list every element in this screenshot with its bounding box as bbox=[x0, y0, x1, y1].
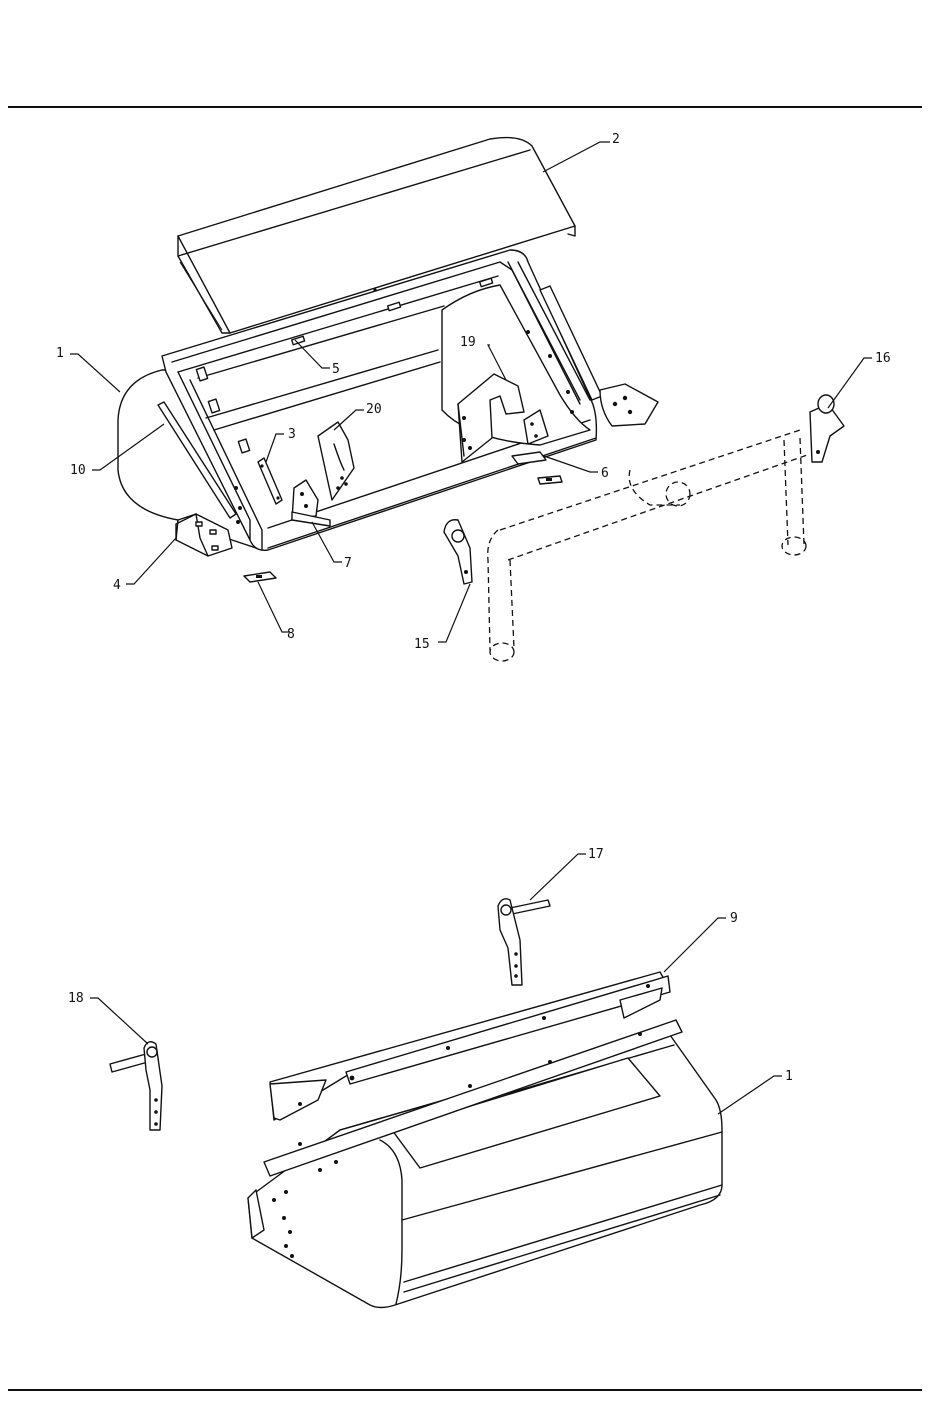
label-16: 16 bbox=[875, 351, 891, 366]
label-6: 6 bbox=[601, 466, 609, 481]
label-4: 4 bbox=[113, 578, 121, 593]
label-8: 8 bbox=[287, 627, 295, 642]
label-7: 7 bbox=[344, 556, 352, 571]
upper-assembly bbox=[118, 138, 844, 661]
label-19: 19 bbox=[460, 335, 476, 350]
part-16-arm bbox=[810, 395, 844, 462]
lower-assembly bbox=[110, 899, 722, 1308]
label-20: 20 bbox=[366, 402, 382, 417]
label-10: 10 bbox=[70, 463, 86, 478]
part-15-arm bbox=[444, 520, 472, 584]
label-2: 2 bbox=[612, 132, 620, 147]
part-1-hopper bbox=[118, 250, 596, 550]
label-15: 15 bbox=[414, 637, 430, 652]
label-5: 5 bbox=[332, 362, 340, 377]
label-17: 17 bbox=[588, 847, 604, 862]
part-18-arm bbox=[110, 1042, 162, 1130]
part-17-arm bbox=[498, 899, 550, 985]
label-9: 9 bbox=[730, 911, 738, 926]
label-1: 1 bbox=[56, 346, 64, 361]
label-18: 18 bbox=[68, 991, 84, 1006]
label-3: 3 bbox=[288, 427, 296, 442]
label-1b: 1 bbox=[785, 1069, 793, 1084]
phantom-shaft bbox=[488, 430, 810, 661]
